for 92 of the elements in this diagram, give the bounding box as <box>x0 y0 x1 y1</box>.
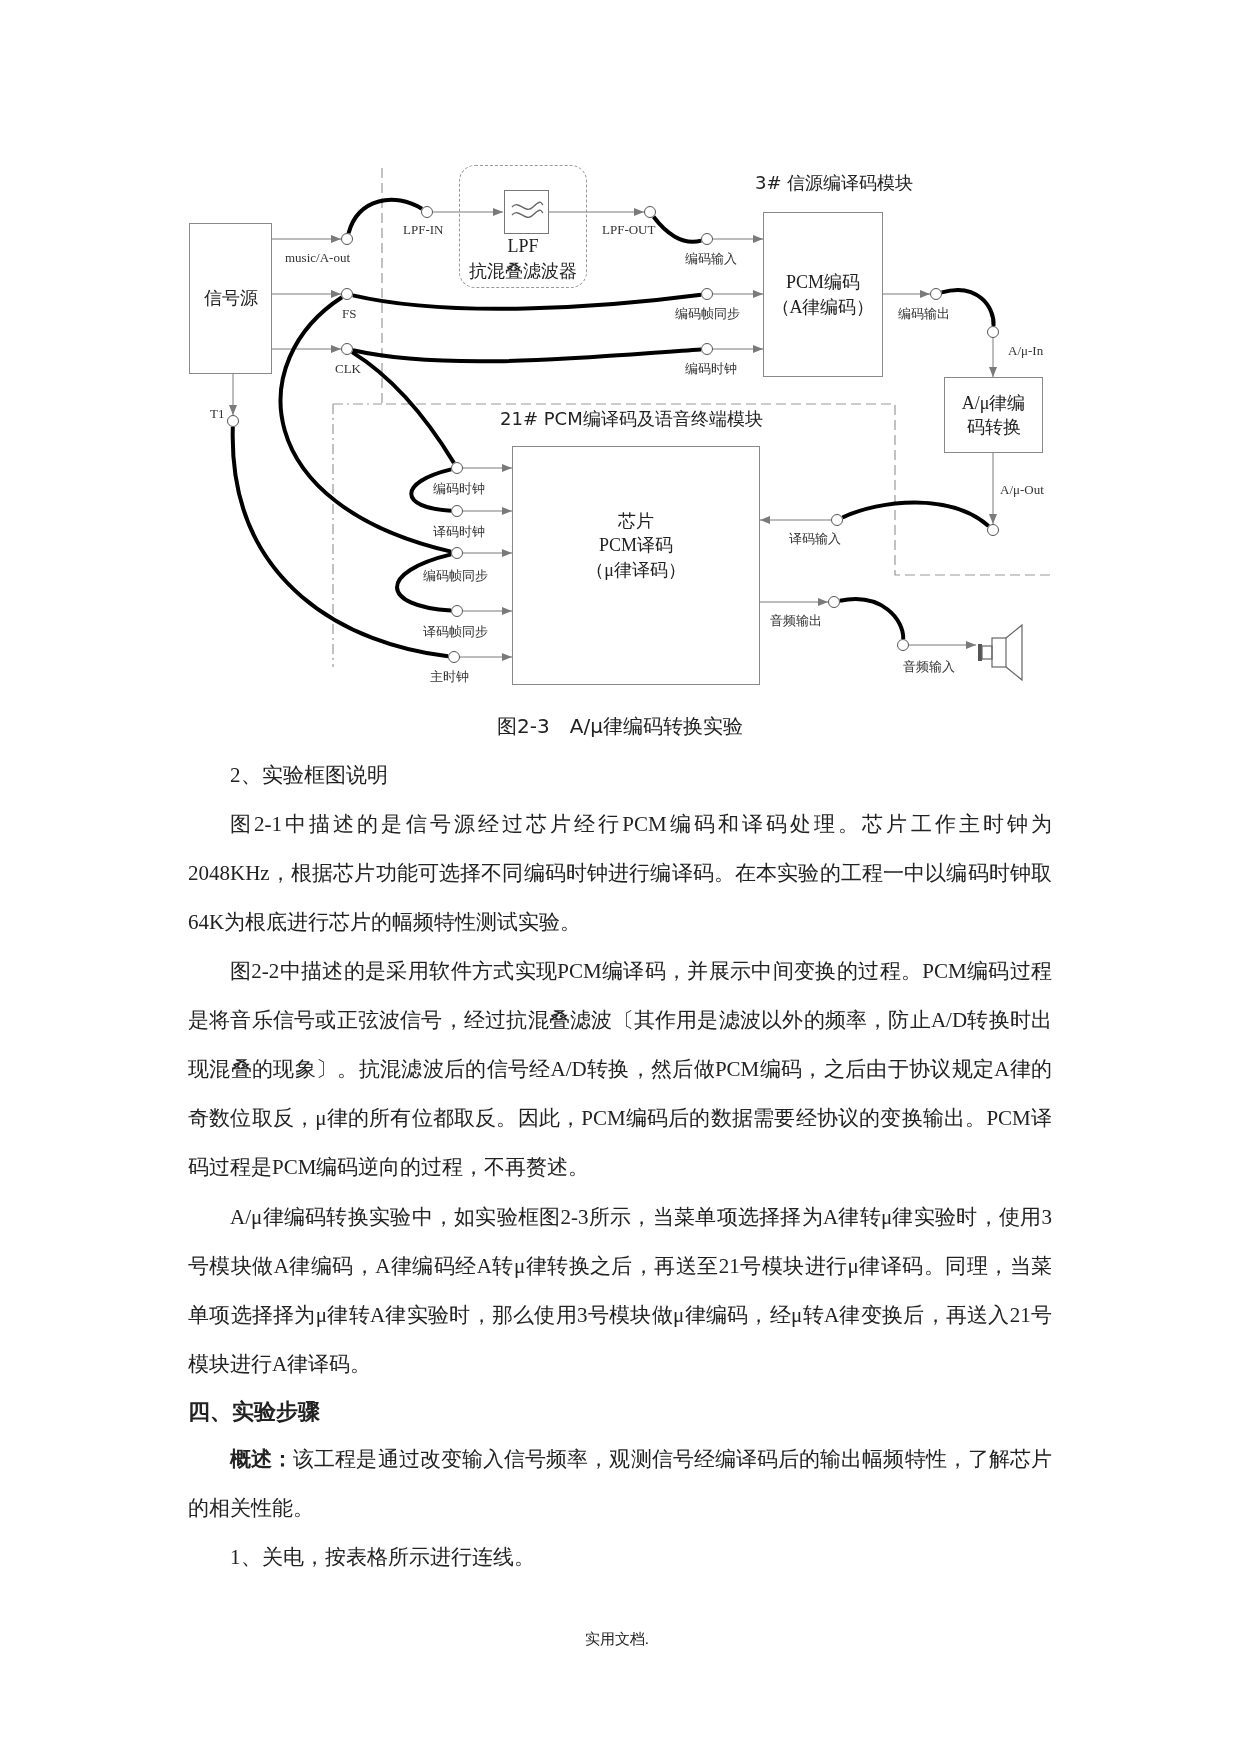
patch-cable <box>841 500 990 528</box>
arrow <box>759 516 832 524</box>
port-jack <box>227 415 239 427</box>
paragraph: 图2-1中描述的是信号源经过芯片经行PCM编码和译码处理。芯片工作主时钟为2048KHz，根据芯片功能可选择不同编码时钟进行编译码。在本实验的工程一中以编码时钟取64K为根底进行芯片的幅频特性测试实验。 <box>188 811 1052 936</box>
arrow <box>271 290 342 298</box>
process-box: PCM编码 （A律编码） <box>763 212 883 377</box>
patch-cable <box>351 350 456 464</box>
port-label: 译码帧同步 <box>423 623 488 641</box>
port-label: LPF-OUT <box>602 222 656 238</box>
arrow <box>547 208 645 216</box>
arrow <box>462 607 513 615</box>
port-label: 编码输出 <box>898 305 950 323</box>
port-jack <box>701 343 713 355</box>
port-label: 译码时钟 <box>433 523 485 541</box>
box-label: LPF <box>507 235 539 259</box>
filter-group-box <box>459 165 587 288</box>
paragraph: 概述：该工程是通过改变输入信号频率，观测信号经编译码后的输出幅频特性，了解芯片的相关性能。 <box>188 1446 1052 1522</box>
port-jack <box>828 596 840 608</box>
port-jack <box>341 343 353 355</box>
port-jack <box>451 547 463 559</box>
port-jack <box>831 514 843 526</box>
port-label: 编码时钟 <box>685 360 737 378</box>
arrow <box>459 653 513 661</box>
module-title: 21# PCM编译码及语音终端模块 <box>500 407 763 431</box>
port-jack <box>451 605 463 617</box>
module-title: 3# 信源编译码模块 <box>755 171 914 195</box>
port-label: A/μ-In <box>1008 343 1044 359</box>
arrow <box>462 549 513 557</box>
arrow <box>462 507 513 515</box>
port-jack <box>987 326 999 338</box>
port-label: 音频输入 <box>903 658 955 676</box>
port-jack <box>644 206 656 218</box>
port-jack <box>897 639 909 651</box>
port-label: music/A-out <box>285 250 350 266</box>
port-jack <box>701 233 713 245</box>
low-pass-filter-symbol <box>504 190 549 234</box>
port-label: 编码输入 <box>685 250 737 268</box>
port-jack <box>448 651 460 663</box>
process-box: 信号源 <box>189 223 272 374</box>
arrow <box>229 373 237 416</box>
figure-caption: 图2-3 A/μ律编码转换实验 <box>496 713 744 740</box>
port-label: LPF-IN <box>403 222 444 238</box>
port-jack <box>451 505 463 517</box>
port-jack <box>451 462 463 474</box>
patch-cable <box>652 215 702 244</box>
section-heading: 四、实验步骤 <box>188 1398 321 1426</box>
port-label: 主时钟 <box>430 668 469 686</box>
port-label: 编码帧同步 <box>423 567 488 585</box>
port-jack <box>341 288 353 300</box>
arrow <box>759 598 829 606</box>
port-label: CLK <box>335 361 361 377</box>
port-label: 编码时钟 <box>433 480 485 498</box>
arrow <box>989 452 997 525</box>
port-label: 音频输出 <box>770 612 822 630</box>
paragraph: 图2-2中描述的是采用软件方式实现PCM编译码，并展示中间变换的过程。PCM编码过程是将音乐信号或正弦波信号，经过抗混叠滤波〔其作用是滤波以外的频率，防止A/D转换时出现混叠的现象〕。抗混滤波后的信号经A/D转换，然后做PCM编码，之后由于协议规定A律的奇数位取反，μ律的所有位都取反。因此，PCM编码后的数据需要经协议的变换输出。PCM译码过程是PCM编码逆向的过程，不再赘述。 <box>188 958 1052 1181</box>
box-label: 抗混叠滤波器 <box>469 259 577 283</box>
patch-cable <box>230 426 449 659</box>
chip-box: 芯片 PCM译码 （μ律译码） <box>512 446 760 685</box>
port-jack <box>341 233 353 245</box>
section-heading: 2、实验框图说明 <box>229 762 389 789</box>
patch-cable <box>839 597 906 640</box>
process-box: A/μ律编码转换 <box>944 377 1043 453</box>
arrow <box>712 235 764 243</box>
port-label: FS <box>342 306 357 322</box>
paragraph: A/μ律编码转换实验中，如实验框图2-3所示，当菜单项选择择为A律转μ律实验时，使用3号模块做A律编码，A律编码经A转μ律转换之后，再送至21号模块进行μ律译码。同理，当菜单项选择择为μ律转A律实验时，那么使用3号模块做μ律编码，经μ转A律变换后，再送入21号模块进行A律译码。 <box>188 1204 1052 1378</box>
arrow <box>989 337 997 378</box>
port-jack <box>930 288 942 300</box>
port-label: T1 <box>210 406 225 422</box>
arrow <box>432 208 504 216</box>
patch-cable <box>352 292 702 311</box>
arrow <box>271 235 342 243</box>
arrow <box>712 290 764 298</box>
paragraph: 1、关电，按表格所示进行连线。 <box>229 1544 536 1571</box>
patch-cable <box>941 288 996 327</box>
patch-cable <box>409 467 452 513</box>
patch-cable <box>346 197 423 234</box>
port-label: 编码帧同步 <box>675 305 740 323</box>
patch-cable <box>278 295 452 554</box>
port-jack <box>987 524 999 536</box>
port-label: 译码输入 <box>789 530 841 548</box>
patch-cable <box>352 347 702 364</box>
patch-cable <box>395 552 452 613</box>
speaker-icon <box>976 624 1024 681</box>
arrow <box>462 464 513 472</box>
port-jack <box>421 206 433 218</box>
arrow <box>712 345 764 353</box>
page-footer: 实用文档. <box>585 1630 649 1649</box>
arrow <box>271 345 342 353</box>
port-label: A/μ-Out <box>1000 482 1044 498</box>
port-jack <box>701 288 713 300</box>
arrow <box>882 290 931 298</box>
arrow <box>908 641 977 649</box>
